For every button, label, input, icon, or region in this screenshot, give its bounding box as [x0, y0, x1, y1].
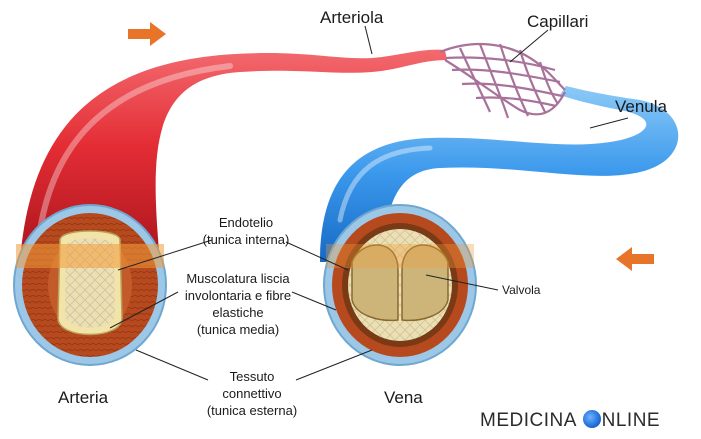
label-vena: Vena: [384, 388, 423, 408]
label-tessuto-line-1: Tessuto: [196, 368, 308, 385]
label-arteria: Arteria: [58, 388, 108, 408]
watermark-logo: MEDICINA NLINE: [480, 410, 660, 432]
label-arteriola: Arteriola: [320, 8, 383, 28]
label-capillari: Capillari: [527, 12, 588, 32]
capillary-network: [440, 44, 565, 118]
label-valvola: Valvola: [502, 283, 540, 297]
artery-cross-section: [14, 205, 166, 365]
label-muscolatura-line-2: involontaria e fibre: [170, 287, 306, 304]
label-muscolatura-line-4: (tunica media): [170, 321, 306, 338]
watermark-text-right: NLINE: [602, 410, 660, 431]
label-endotelio: Endotelio (tunica interna): [186, 214, 306, 248]
vein-cross-section: [324, 205, 476, 365]
flow-arrow-vein: [616, 247, 654, 271]
label-tessuto: Tessuto connettivo (tunica esterna): [196, 368, 308, 419]
label-endotelio-line-2: (tunica interna): [186, 231, 306, 248]
label-muscolatura-line-1: Muscolatura liscia: [170, 270, 306, 287]
label-muscolatura: Muscolatura liscia involontaria e fibre …: [170, 270, 306, 338]
label-muscolatura-line-3: elastiche: [170, 304, 306, 321]
label-endotelio-line-1: Endotelio: [186, 214, 306, 231]
watermark-text-left: MEDICINA: [480, 410, 576, 431]
globe-icon: [583, 410, 601, 428]
label-venula: Venula: [615, 97, 667, 117]
flow-arrow-artery: [128, 22, 166, 46]
label-tessuto-line-2: connettivo: [196, 385, 308, 402]
label-tessuto-line-3: (tunica esterna): [196, 402, 308, 419]
